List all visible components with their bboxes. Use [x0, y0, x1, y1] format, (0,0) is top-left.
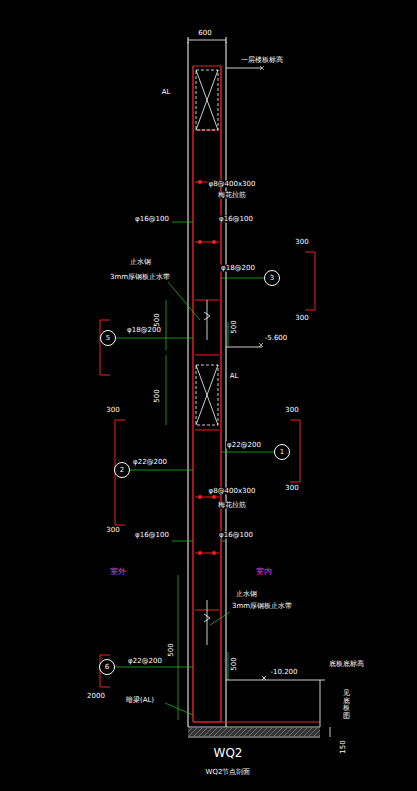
annotation: φ22@200	[226, 442, 262, 449]
callout-number: 5	[106, 335, 110, 342]
annotation: AL	[229, 373, 240, 380]
annotation: 室内	[255, 568, 273, 576]
annotation: 150	[340, 739, 347, 754]
annotation: φ8@400x300	[208, 488, 257, 495]
annotation: 暗梁(AL)	[125, 697, 155, 704]
annotation: 500	[154, 312, 161, 327]
annotation: 2000	[86, 693, 106, 700]
annotation: 500	[231, 319, 238, 334]
annotation: φ22@200	[127, 658, 163, 665]
callout-circle: 5	[100, 330, 116, 346]
annotation: -5.600	[264, 335, 289, 342]
callout-number: 2	[120, 467, 124, 474]
annotation: 300	[105, 527, 120, 534]
annotation: AL	[161, 89, 172, 96]
annotation: φ16@100	[134, 532, 170, 539]
callout-number: 6	[105, 664, 109, 671]
annotation: φ8@400x300	[208, 181, 257, 188]
annotation: φ18@200	[126, 327, 162, 334]
drawing-caption: WQ2节点剖面	[205, 769, 252, 776]
callout-number: 1	[280, 449, 284, 456]
annotation: 300	[284, 485, 299, 492]
annotation: 300	[294, 239, 309, 246]
annotation: 600	[197, 30, 212, 37]
annotation: 见底板图	[342, 690, 351, 721]
annotation: φ18@200	[220, 265, 256, 272]
annotation: 300	[105, 407, 120, 414]
annotation: 梅花拉筋	[217, 502, 247, 509]
annotation: 300	[294, 315, 309, 322]
annotation: φ16@100	[218, 216, 254, 223]
annotation: 500	[154, 388, 161, 403]
annotation: φ16@100	[134, 216, 170, 223]
annotation: -10.200	[269, 669, 298, 676]
callout-circle: 6	[99, 659, 115, 675]
callout-number: 3	[270, 275, 274, 282]
annotation: 3mm厚钢板止水带	[231, 603, 293, 610]
annotation: 3mm厚钢板止水带	[109, 274, 171, 281]
annotation: 500	[231, 656, 238, 671]
annotation: 梅花拉筋	[217, 192, 247, 199]
annotation: φ22@200	[132, 459, 168, 466]
annotation: 底板底标高	[328, 661, 365, 668]
callout-circle: 2	[114, 462, 130, 478]
annotation: 止水钢	[235, 591, 258, 598]
drawing-title: WQ2	[213, 747, 244, 759]
annotation: 一层楼板标高	[240, 57, 284, 64]
annotation: 500	[168, 642, 175, 657]
annotation: 室外	[109, 568, 127, 576]
callout-circle: 1	[274, 444, 290, 460]
callout-circle: 3	[264, 270, 280, 286]
annotation: 止水钢	[129, 259, 152, 266]
annotation: 300	[284, 407, 299, 414]
annotation: φ16@100	[218, 532, 254, 539]
